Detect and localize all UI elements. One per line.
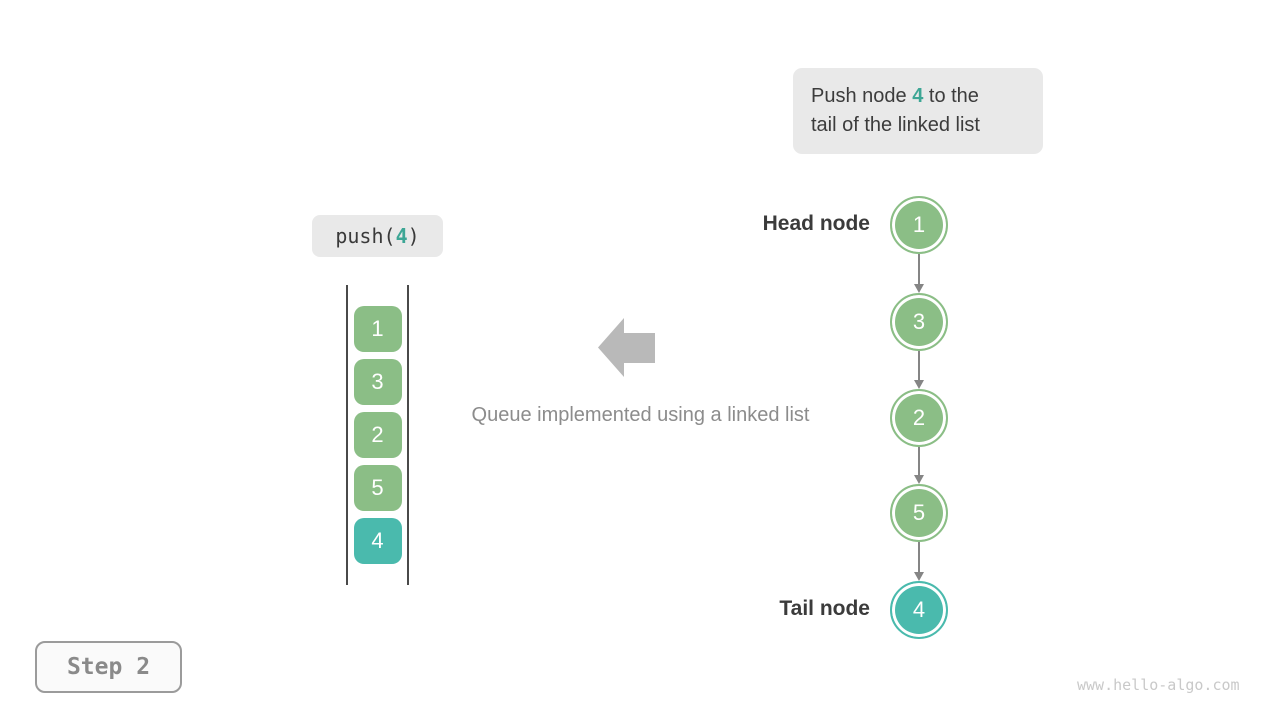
list-node: 2 [890,389,948,447]
queue-item: 4 [353,518,402,564]
list-node: 5 [890,484,948,542]
down-arrow-connector [918,447,920,475]
step-badge: Step 2 [35,641,182,693]
push-call-box: push(4) [312,215,443,257]
callout-text: to the [923,85,979,107]
down-arrow-icon [914,380,924,389]
queue-item: 2 [353,412,402,458]
push-call-text: ) [407,224,420,248]
queue-container: 1 3 2 5 4 [346,285,409,585]
list-node: 3 [890,293,948,351]
callout-push-node: Push node 4 to the tail of the linked li… [793,68,1043,154]
list-node: 4 [890,581,948,639]
watermark-text: www.hello-algo.com [1077,676,1240,694]
down-arrow-icon [914,475,924,484]
queue-item: 1 [353,306,402,352]
queue-item: 3 [353,359,402,405]
down-arrow-connector [918,254,920,284]
push-call-text: push( [335,224,396,248]
callout-highlight-value: 4 [912,85,924,107]
down-arrow-connector [918,542,920,572]
down-arrow-icon [914,284,924,293]
down-arrow-icon [914,572,924,581]
callout-line-1: Push node 4 to the [811,82,1025,111]
list-node: 1 [890,196,948,254]
callout-text: Push node [811,85,913,107]
callout-line-2: tail of the linked list [811,114,980,136]
caption-text: Queue implemented using a linked list [471,404,810,426]
head-node-label: Head node [762,212,870,235]
push-call-value: 4 [395,224,408,248]
tail-node-label: Tail node [779,597,870,620]
left-block-arrow-icon [598,318,655,377]
down-arrow-connector [918,351,920,380]
queue-item: 5 [353,465,402,511]
